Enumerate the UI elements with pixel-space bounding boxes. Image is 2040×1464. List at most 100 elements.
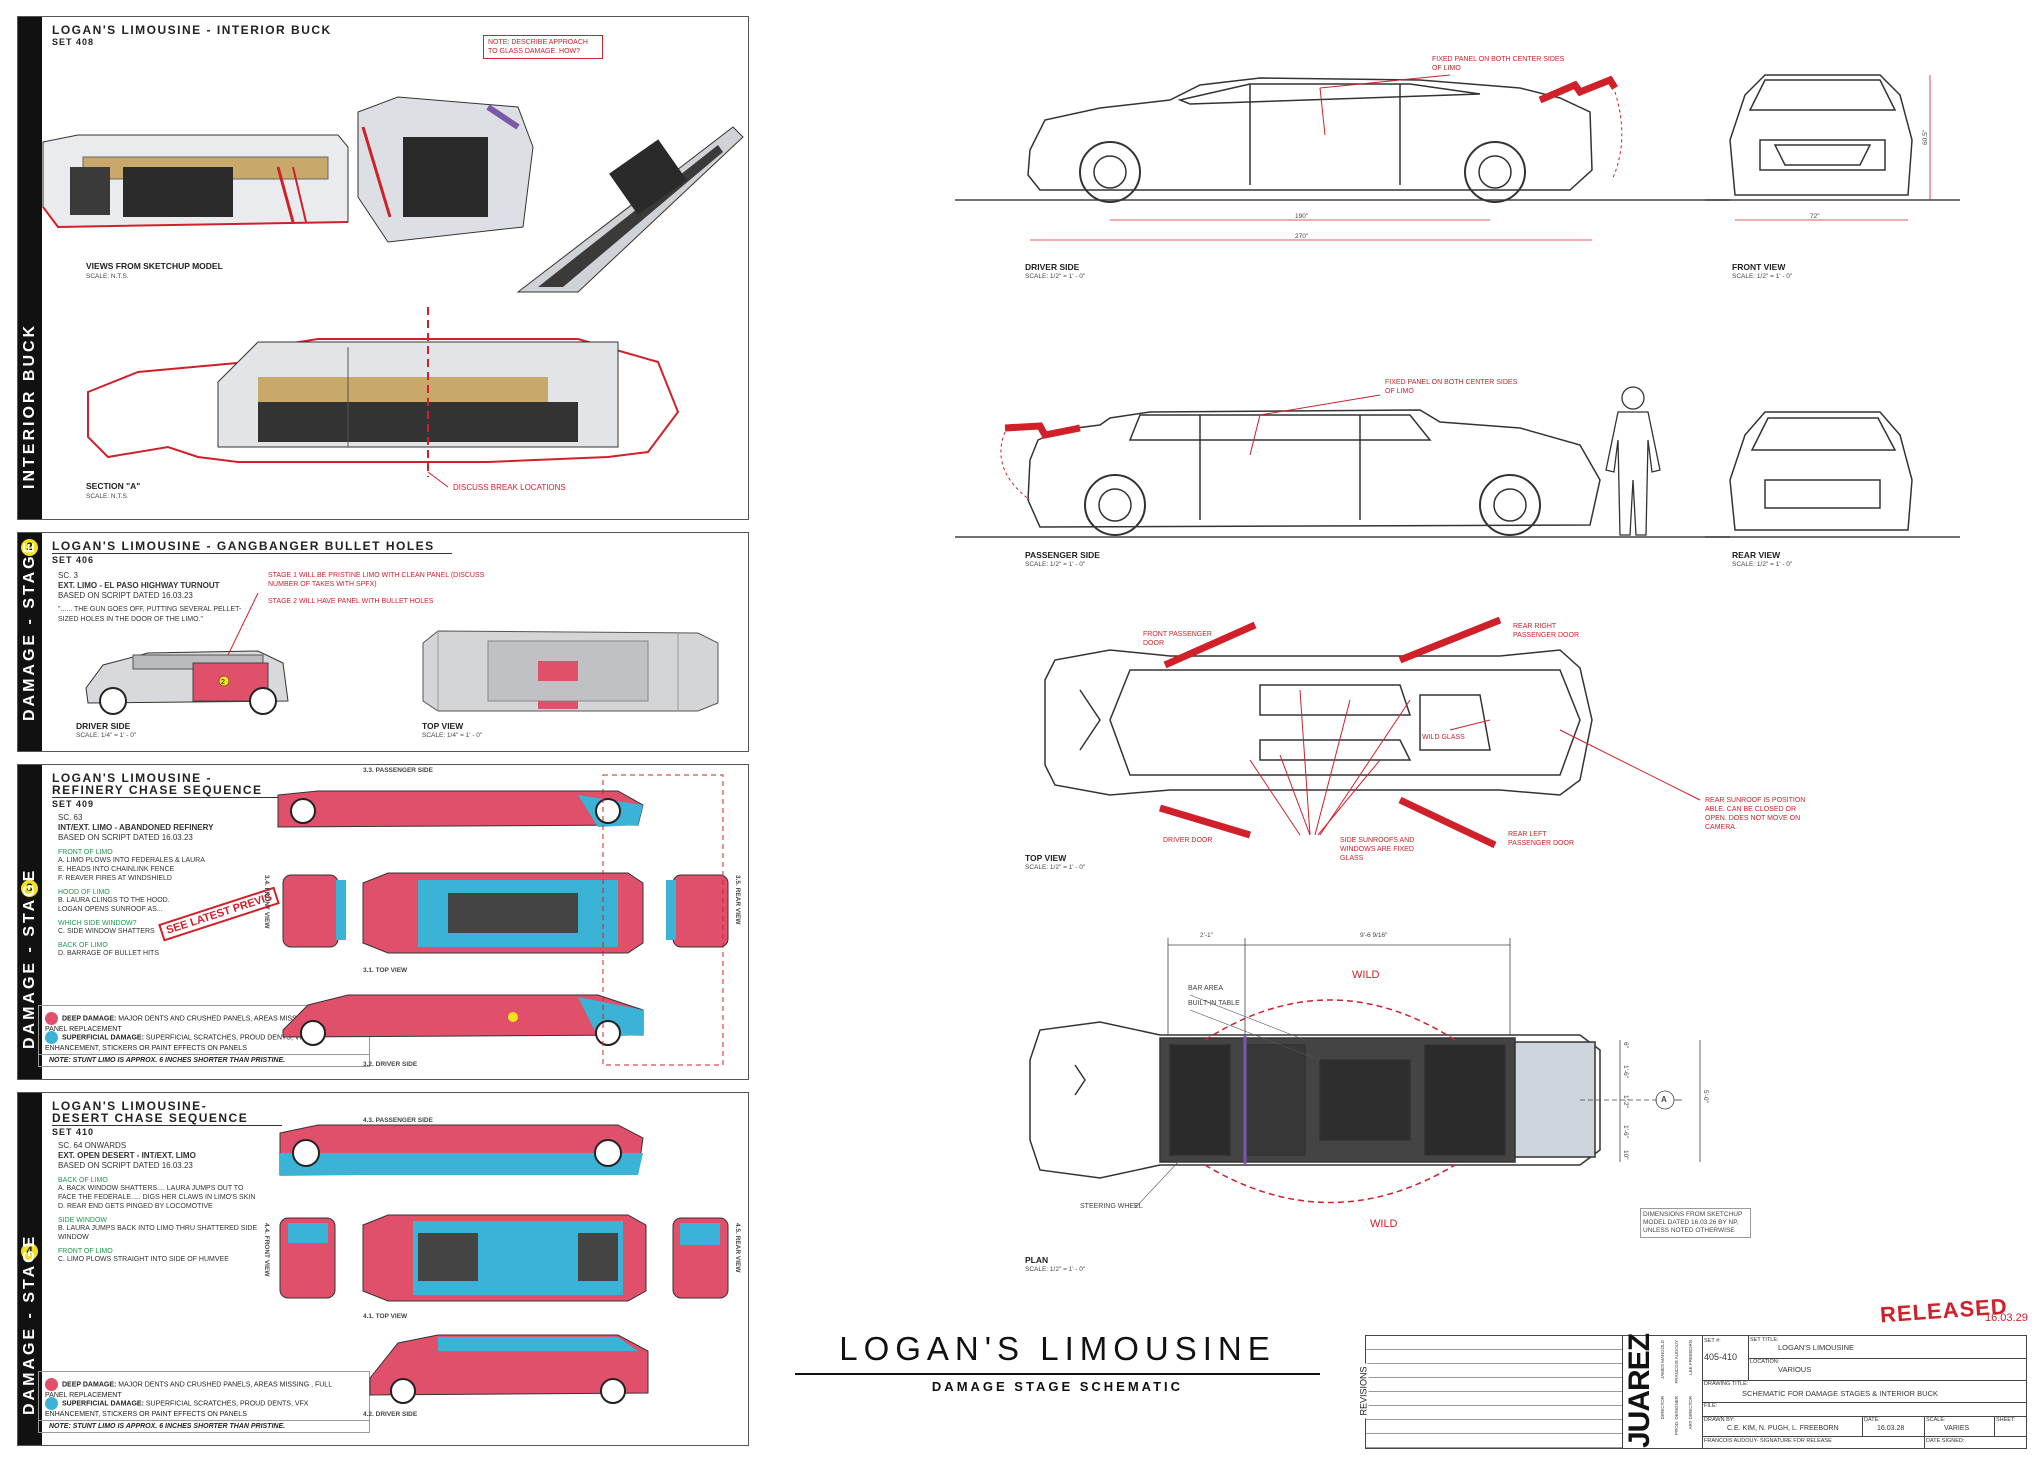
stage3-illustrations bbox=[277, 774, 729, 1066]
dim-72: 72" bbox=[1810, 213, 1820, 220]
stage3-based: BASED ON SCRIPT DATED 16.03.23 bbox=[58, 833, 193, 842]
signoff-column: DIRECTOR PROD. DESIGNER ART DIRECTOR JAM… bbox=[1658, 1336, 1703, 1448]
stage3-description: SC. 63 INT/EXT. LIMO - ABANDONED REFINER… bbox=[58, 813, 273, 958]
front-passenger-door-note: FRONT PASSENGER DOOR bbox=[1143, 631, 1212, 647]
interior-buck-tab: INTERIOR BUCK bbox=[18, 17, 42, 519]
stage3-top-car bbox=[362, 872, 644, 954]
section-a-marker: A bbox=[1661, 1095, 1667, 1104]
side-name-2: FRANCOIS AUDOUY bbox=[1674, 1340, 1679, 1384]
stage3-legend: DEEP DAMAGE: MAJOR DENTS AND CRUSHED PAN… bbox=[38, 1005, 370, 1067]
file-label: FILE: bbox=[1704, 1403, 1718, 1409]
juarez-logo: JUAREZ bbox=[1622, 1334, 1659, 1448]
stage4-front: FRONT OF LIMO bbox=[58, 1248, 113, 1255]
stage3-b: B. LAURA CLINGS TO THE HOOD. LOGAN OPENS… bbox=[58, 897, 170, 913]
stage4-sup-title: SUPERFICIAL DAMAGE: bbox=[62, 1400, 144, 1408]
stage2-number: 2 bbox=[21, 539, 38, 556]
interior-view-3 bbox=[516, 126, 744, 293]
discuss-note: DISCUSS BREAK LOCATIONS bbox=[453, 483, 566, 492]
side-art-director: ART DIRECTOR bbox=[1688, 1396, 1693, 1430]
stage4-illustrations bbox=[279, 1124, 729, 1404]
stage2-panel: 2 DAMAGE - STAGE LOGAN'S LIMOUSINE - GAN… bbox=[17, 532, 749, 752]
driver-side-scale: SCALE: 1/2" = 1' - 0" bbox=[1025, 273, 1086, 280]
fixed-panel-note-2: FIXED PANEL ON BOTH CENTER SIDES OF LIMO bbox=[1385, 379, 1518, 395]
signoff-cell: FRANCOIS AUDOUY- SIGNATURE FOR RELEASE bbox=[1702, 1436, 1925, 1448]
steering-wheel-label: STEERING WHEEL bbox=[1080, 1203, 1143, 1210]
top-view-scale: SCALE: 1/2" = 1' - 0" bbox=[1025, 864, 1086, 871]
stage3-hood: HOOD OF LIMO bbox=[58, 889, 110, 896]
interior-view-2 bbox=[357, 96, 534, 243]
top-view-label: TOP VIEW bbox=[1025, 853, 1067, 863]
stage4-deep-desc: MAJOR DENTS AND CRUSHED PANELS, AREAS MI… bbox=[45, 1381, 332, 1399]
stage4-deep-title: DEEP DAMAGE: bbox=[62, 1381, 117, 1389]
stage4-v3: 4.1. TOP VIEW bbox=[363, 1313, 408, 1320]
stage4-title-rule bbox=[52, 1125, 282, 1126]
set-title-value: LOGAN'S LIMOUSINE bbox=[1778, 1343, 1855, 1352]
location-label: LOCATION: bbox=[1750, 1359, 1780, 1365]
dim-9-6: 9'-6 9/16" bbox=[1360, 932, 1388, 939]
stage4-legend-deep: DEEP DAMAGE: MAJOR DENTS AND CRUSHED PAN… bbox=[45, 1378, 355, 1400]
stage3-sup-desc: SUPERFICIAL SCRATCHES, PROUD DENTS, VFX … bbox=[45, 1034, 309, 1052]
dim-5-0: 5'-0" bbox=[1702, 1090, 1709, 1103]
stage3-v4: 3.5. REAR VIEW bbox=[734, 875, 741, 925]
location-cell: LOCATION: VARIOUS bbox=[1748, 1358, 2026, 1381]
stage2-marker: 2 bbox=[221, 679, 225, 686]
stage2-set: SET 406 bbox=[52, 555, 95, 565]
stage3-deep-title: DEEP DAMAGE: bbox=[62, 1015, 117, 1023]
stage3-panel: 3 DAMAGE - STAGE LOGAN'S LIMOUSINE - REF… bbox=[17, 764, 749, 1080]
section-scale: SCALE: N.T.S. bbox=[86, 493, 129, 500]
side-director: DIRECTOR bbox=[1660, 1396, 1665, 1420]
dimensions-note: DIMENSIONS FROM SKETCHUP MODEL DATED 16.… bbox=[1640, 1208, 1751, 1238]
stage3-passenger-car bbox=[277, 790, 644, 828]
stage3-sc: SC. 63 bbox=[58, 813, 83, 822]
dim-s5: 10" bbox=[1622, 1150, 1629, 1160]
side-sunroofs-note: SIDE SUNROOFS AND WINDOWS ARE FIXED GLAS… bbox=[1340, 837, 1415, 862]
scale-cell: SCALE: VARIES bbox=[1924, 1416, 1995, 1437]
stage4-back: BACK OF LIMO bbox=[58, 1177, 108, 1184]
signoff-label: FRANCOIS AUDOUY- SIGNATURE FOR RELEASE bbox=[1704, 1438, 1832, 1444]
drawing-title-value: SCHEMATIC FOR DAMAGE STAGES & INTERIOR B… bbox=[1742, 1389, 1938, 1398]
stage2-driver-label: DRIVER SIDE bbox=[76, 721, 131, 731]
file-cell: FILE: bbox=[1702, 1402, 2026, 1417]
dim-270: 270" bbox=[1295, 233, 1309, 240]
stage2-driver-side-car: 2 bbox=[85, 592, 289, 715]
date-cell: DATE: 16.03.28 bbox=[1862, 1416, 1925, 1437]
stage3-ext: INT/EXT. LIMO - ABANDONED REFINERY bbox=[58, 823, 214, 832]
date-signed-cell: DATE SIGNED: bbox=[1924, 1436, 2026, 1448]
stage3-back: BACK OF LIMO bbox=[58, 942, 108, 949]
stage3-legend-superficial: SUPERFICIAL DAMAGE: SUPERFICIAL SCRATCHE… bbox=[45, 1031, 355, 1053]
interior-note: NOTE: DESCRIBE APPROACH TO GLASS DAMAGE.… bbox=[483, 35, 603, 59]
main-subtitle: DAMAGE STAGE SCHEMATIC bbox=[931, 1379, 1184, 1394]
front-view-scale: SCALE: 1/2" = 1' - 0" bbox=[1732, 273, 1793, 280]
stage2-sc: SC. 3 bbox=[58, 571, 79, 580]
stage3-c: C. SIDE WINDOW SHATTERS bbox=[58, 928, 155, 935]
stage3-v5: 3.2. DRIVER SIDE bbox=[363, 1061, 418, 1068]
views-label: VIEWS FROM SKETCHUP MODEL bbox=[86, 261, 223, 271]
top-view-limo bbox=[1044, 649, 1593, 796]
stage3-d: D. BARRAGE OF BULLET HITS bbox=[58, 950, 160, 957]
stage2-driver-scale: SCALE: 1/4" = 1' - 0" bbox=[76, 732, 137, 739]
stage4-passenger-car bbox=[279, 1124, 644, 1176]
fixed-panel-note-1: FIXED PANEL ON BOTH CENTER SIDES OF LIMO bbox=[1432, 56, 1565, 72]
stage4-v2: 4.4. FRONT VIEW bbox=[263, 1223, 270, 1277]
scale-value: VARIES bbox=[1944, 1425, 1970, 1432]
stage4-sc: SC. 64 ONWARDS bbox=[58, 1141, 127, 1150]
bar-area-label: BAR AREA bbox=[1188, 985, 1224, 992]
rear-view-scale: SCALE: 1/2" = 1' - 0" bbox=[1732, 561, 1793, 568]
scale-label: SCALE: bbox=[1926, 1417, 1946, 1423]
revisions-area: REVISIONS bbox=[1358, 1336, 1623, 1448]
stage3-rear-car bbox=[666, 874, 729, 948]
stage2-title: LOGAN'S LIMOUSINE - GANGBANGER BULLET HO… bbox=[52, 539, 435, 553]
front-view-label: FRONT VIEW bbox=[1732, 262, 1786, 272]
plan-view-limo bbox=[1029, 1021, 1601, 1179]
title-block: REVISIONS JUAREZ DIRECTOR PROD. DESIGNER… bbox=[1358, 1334, 2027, 1449]
plan-label: PLAN bbox=[1025, 1255, 1049, 1265]
stage3-sup-title: SUPERFICIAL DAMAGE: bbox=[62, 1034, 144, 1042]
date-signed-label: DATE SIGNED: bbox=[1926, 1438, 1965, 1444]
rear-sunroof-note: REAR SUNROOF IS POSITION ABLE. CAN BE CL… bbox=[1705, 797, 1806, 831]
section-label: SECTION "A" bbox=[86, 481, 141, 491]
wild-glass-note: WILD GLASS bbox=[1422, 734, 1465, 741]
stage3-f: F. REAVER FIRES AT WINDSHIELD bbox=[58, 875, 172, 882]
stage3-a: A. LIMO PLOWS INTO FEDERALES & LAURA bbox=[58, 857, 205, 864]
stage4-legend-superficial: SUPERFICIAL DAMAGE: SUPERFICIAL SCRATCHE… bbox=[45, 1397, 355, 1419]
stage3-front-car bbox=[282, 874, 346, 948]
